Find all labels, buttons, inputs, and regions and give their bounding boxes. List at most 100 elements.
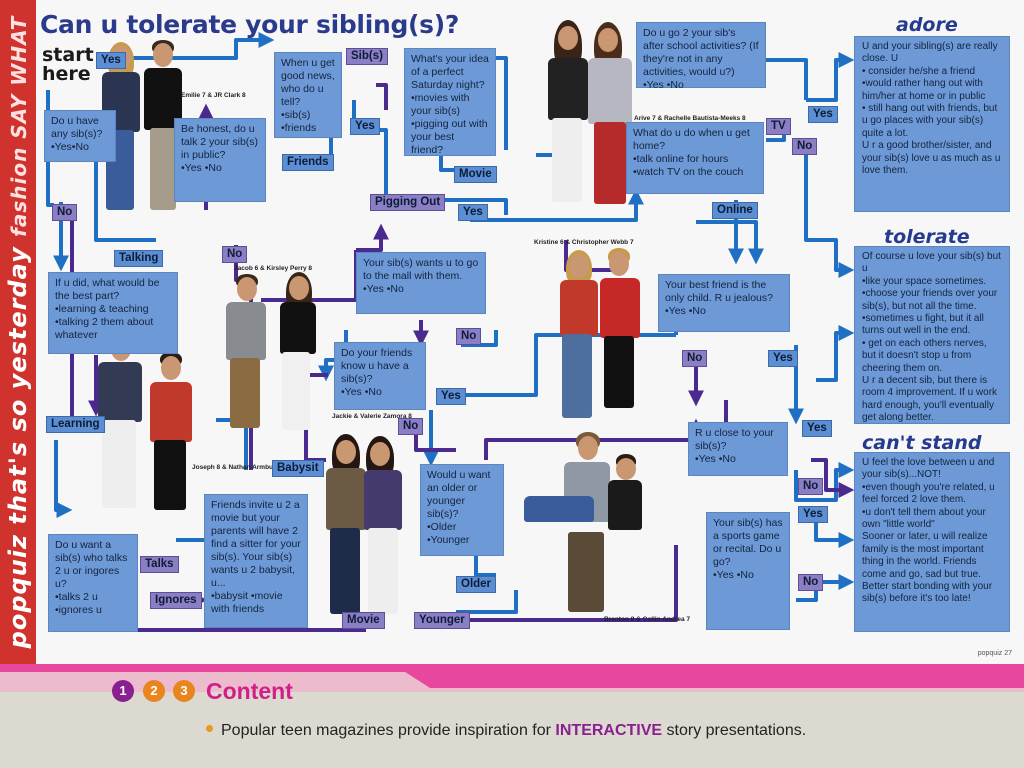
slide-footer — [0, 664, 1024, 768]
connector-line — [456, 590, 518, 614]
start-label-line1: start — [42, 44, 94, 66]
connector-line — [766, 58, 808, 100]
bullet-text-before: Popular teen magazines provide inspirati… — [221, 722, 556, 739]
answer-tag: No — [456, 328, 482, 345]
answer-tag: Yes — [436, 388, 466, 405]
result-heading-cant-stand: can't stand — [862, 432, 982, 454]
question-box: Your sib(s) wants u to go to the mall wi… — [356, 252, 486, 314]
magazine-spine: popquiz that's so yesterday fashion SAY … — [0, 0, 36, 664]
answer-tag: Talks — [140, 556, 179, 573]
question-box: R u close to your sib(s)? •Yes •No — [688, 422, 788, 476]
spine-text: popquiz that's so yesterday fashion SAY … — [4, 16, 32, 649]
answer-tag: Ignores — [150, 592, 202, 609]
photo-kristine-christopher — [546, 248, 656, 428]
caption-joseph-nathan: Joseph 8 & Nathan Armbula 7 — [192, 464, 284, 471]
answer-tag: Movie — [454, 166, 497, 183]
answer-tag: Yes — [458, 204, 488, 221]
footer-band — [0, 664, 1024, 692]
answer-tag: TV — [766, 118, 791, 135]
page-number: popquiz 27 — [977, 650, 1012, 657]
connector-line — [461, 330, 498, 347]
connector-line — [456, 545, 678, 622]
photo-arive-rachelle — [536, 18, 646, 218]
answer-tag: No — [682, 350, 708, 367]
connector-line — [804, 150, 855, 278]
result-box-cant-stand: U feel the love between u and your sib(s… — [854, 452, 1010, 632]
connector-line — [811, 458, 855, 498]
caption-brenton-collin: Brenton 8 & Collin Andrea 7 — [604, 616, 691, 623]
connector-line — [796, 574, 855, 602]
answer-tag: Talking — [114, 250, 164, 267]
caption-arive-rachelle: Arive 7 & Rachelle Bautista-Meeks 8 — [634, 115, 746, 122]
answer-tag: Yes — [798, 506, 828, 523]
photo-jackie-valerie — [322, 432, 412, 622]
magazine-page: Can u tolerate your sibling(s)? start he… — [36, 0, 1024, 664]
answer-tag: No — [792, 138, 818, 155]
question-box: Your sib(s) has a sports game or recital… — [706, 512, 790, 630]
connector-line — [814, 520, 855, 548]
spine-text-part2: fashion SAY WHAT — [7, 15, 31, 237]
bullet-emphasis: INTERACTIVE — [555, 722, 663, 739]
start-label-line2: here — [42, 63, 91, 85]
connector-line — [54, 440, 73, 518]
photo-joseph-nathan — [92, 332, 202, 518]
answer-tag: Yes — [96, 52, 126, 69]
answer-tag: Movie — [342, 612, 385, 629]
answer-tag: No — [798, 478, 824, 495]
answer-tag: No — [798, 574, 824, 591]
answer-tag: Babysit — [272, 460, 324, 477]
result-heading-tolerate: tolerate — [884, 226, 970, 248]
connector-line — [116, 32, 275, 60]
answer-tag: Pigging Out — [370, 194, 446, 211]
question-box: Be honest, do u talk 2 your sib(s) in pu… — [174, 118, 266, 202]
question-box: When u get good news, who do u tell? •si… — [274, 52, 342, 138]
answer-tag: Yes — [808, 106, 838, 123]
connector-line — [794, 462, 855, 502]
connector-line — [496, 56, 508, 150]
answer-tag: Yes — [768, 350, 798, 367]
bullet-text-after: story presentations. — [662, 722, 807, 739]
answer-tag: No — [222, 246, 248, 263]
connector-line — [806, 52, 855, 102]
answer-tag: Younger — [414, 612, 470, 629]
caption-emilie-jr: Emilie 7 & JR Clark 8 — [181, 92, 246, 99]
content-bullet: Popular teen magazines provide inspirati… — [206, 722, 806, 740]
result-box-tolerate: Of course u love your sib(s) but u •like… — [854, 246, 1010, 424]
connector-line — [356, 223, 389, 252]
question-box: Your best friend is the only child. R u … — [658, 274, 790, 332]
question-box: Do u go 2 your sib's after school activi… — [636, 22, 766, 91]
quiz-title: Can u tolerate your sibling(s)? — [40, 10, 460, 39]
question-box: Would u want an older or younger sib(s)?… — [420, 464, 504, 556]
question-box: Do u want a sib(s) who talks 2 u or ingo… — [48, 534, 138, 632]
question-box: What's your idea of a perfect Saturday n… — [404, 48, 496, 156]
section-title: Content — [206, 678, 293, 704]
question-box: Friends invite u 2 a movie but your pare… — [204, 494, 308, 628]
caption-jacob-kirsley: Jacob 6 & Kirsley Perry 8 — [234, 265, 313, 272]
photo-jacob-kirsley — [222, 272, 322, 442]
connector-line — [352, 100, 388, 200]
step-3-badge[interactable]: 3 — [173, 680, 195, 702]
connector-line — [376, 83, 388, 110]
band-shape — [0, 664, 1024, 688]
answer-tag: Yes — [802, 420, 832, 437]
result-box-adore: U and your sibling(s) are really close. … — [854, 36, 1010, 212]
connector-line — [816, 325, 855, 382]
answer-tag: Older — [456, 576, 497, 593]
connector-line — [470, 188, 644, 222]
step-2-badge[interactable]: 2 — [143, 680, 165, 702]
question-box: Do your friends know u have a sib(s)? •Y… — [334, 342, 426, 410]
question-box: Do u have any sib(s)? •Yes•No — [44, 110, 116, 162]
band-highlight — [0, 672, 1024, 692]
answer-tag: Online — [712, 202, 758, 219]
answer-tag: No — [398, 418, 424, 435]
photo-brenton-collin — [516, 432, 646, 622]
step-1-badge[interactable]: 1 — [112, 680, 134, 702]
answer-tag: Sib(s) — [346, 48, 388, 65]
start-here-label: start here — [42, 46, 94, 84]
caption-jackie-valerie: Jackie & Valerie Zamora 8 — [332, 413, 412, 420]
caption-kristine-christopher: Kristine 6 & Christopher Webb 7 — [534, 239, 634, 246]
bullet-dot — [206, 725, 213, 732]
connector-line — [696, 220, 764, 265]
answer-tag: Yes — [350, 118, 380, 135]
